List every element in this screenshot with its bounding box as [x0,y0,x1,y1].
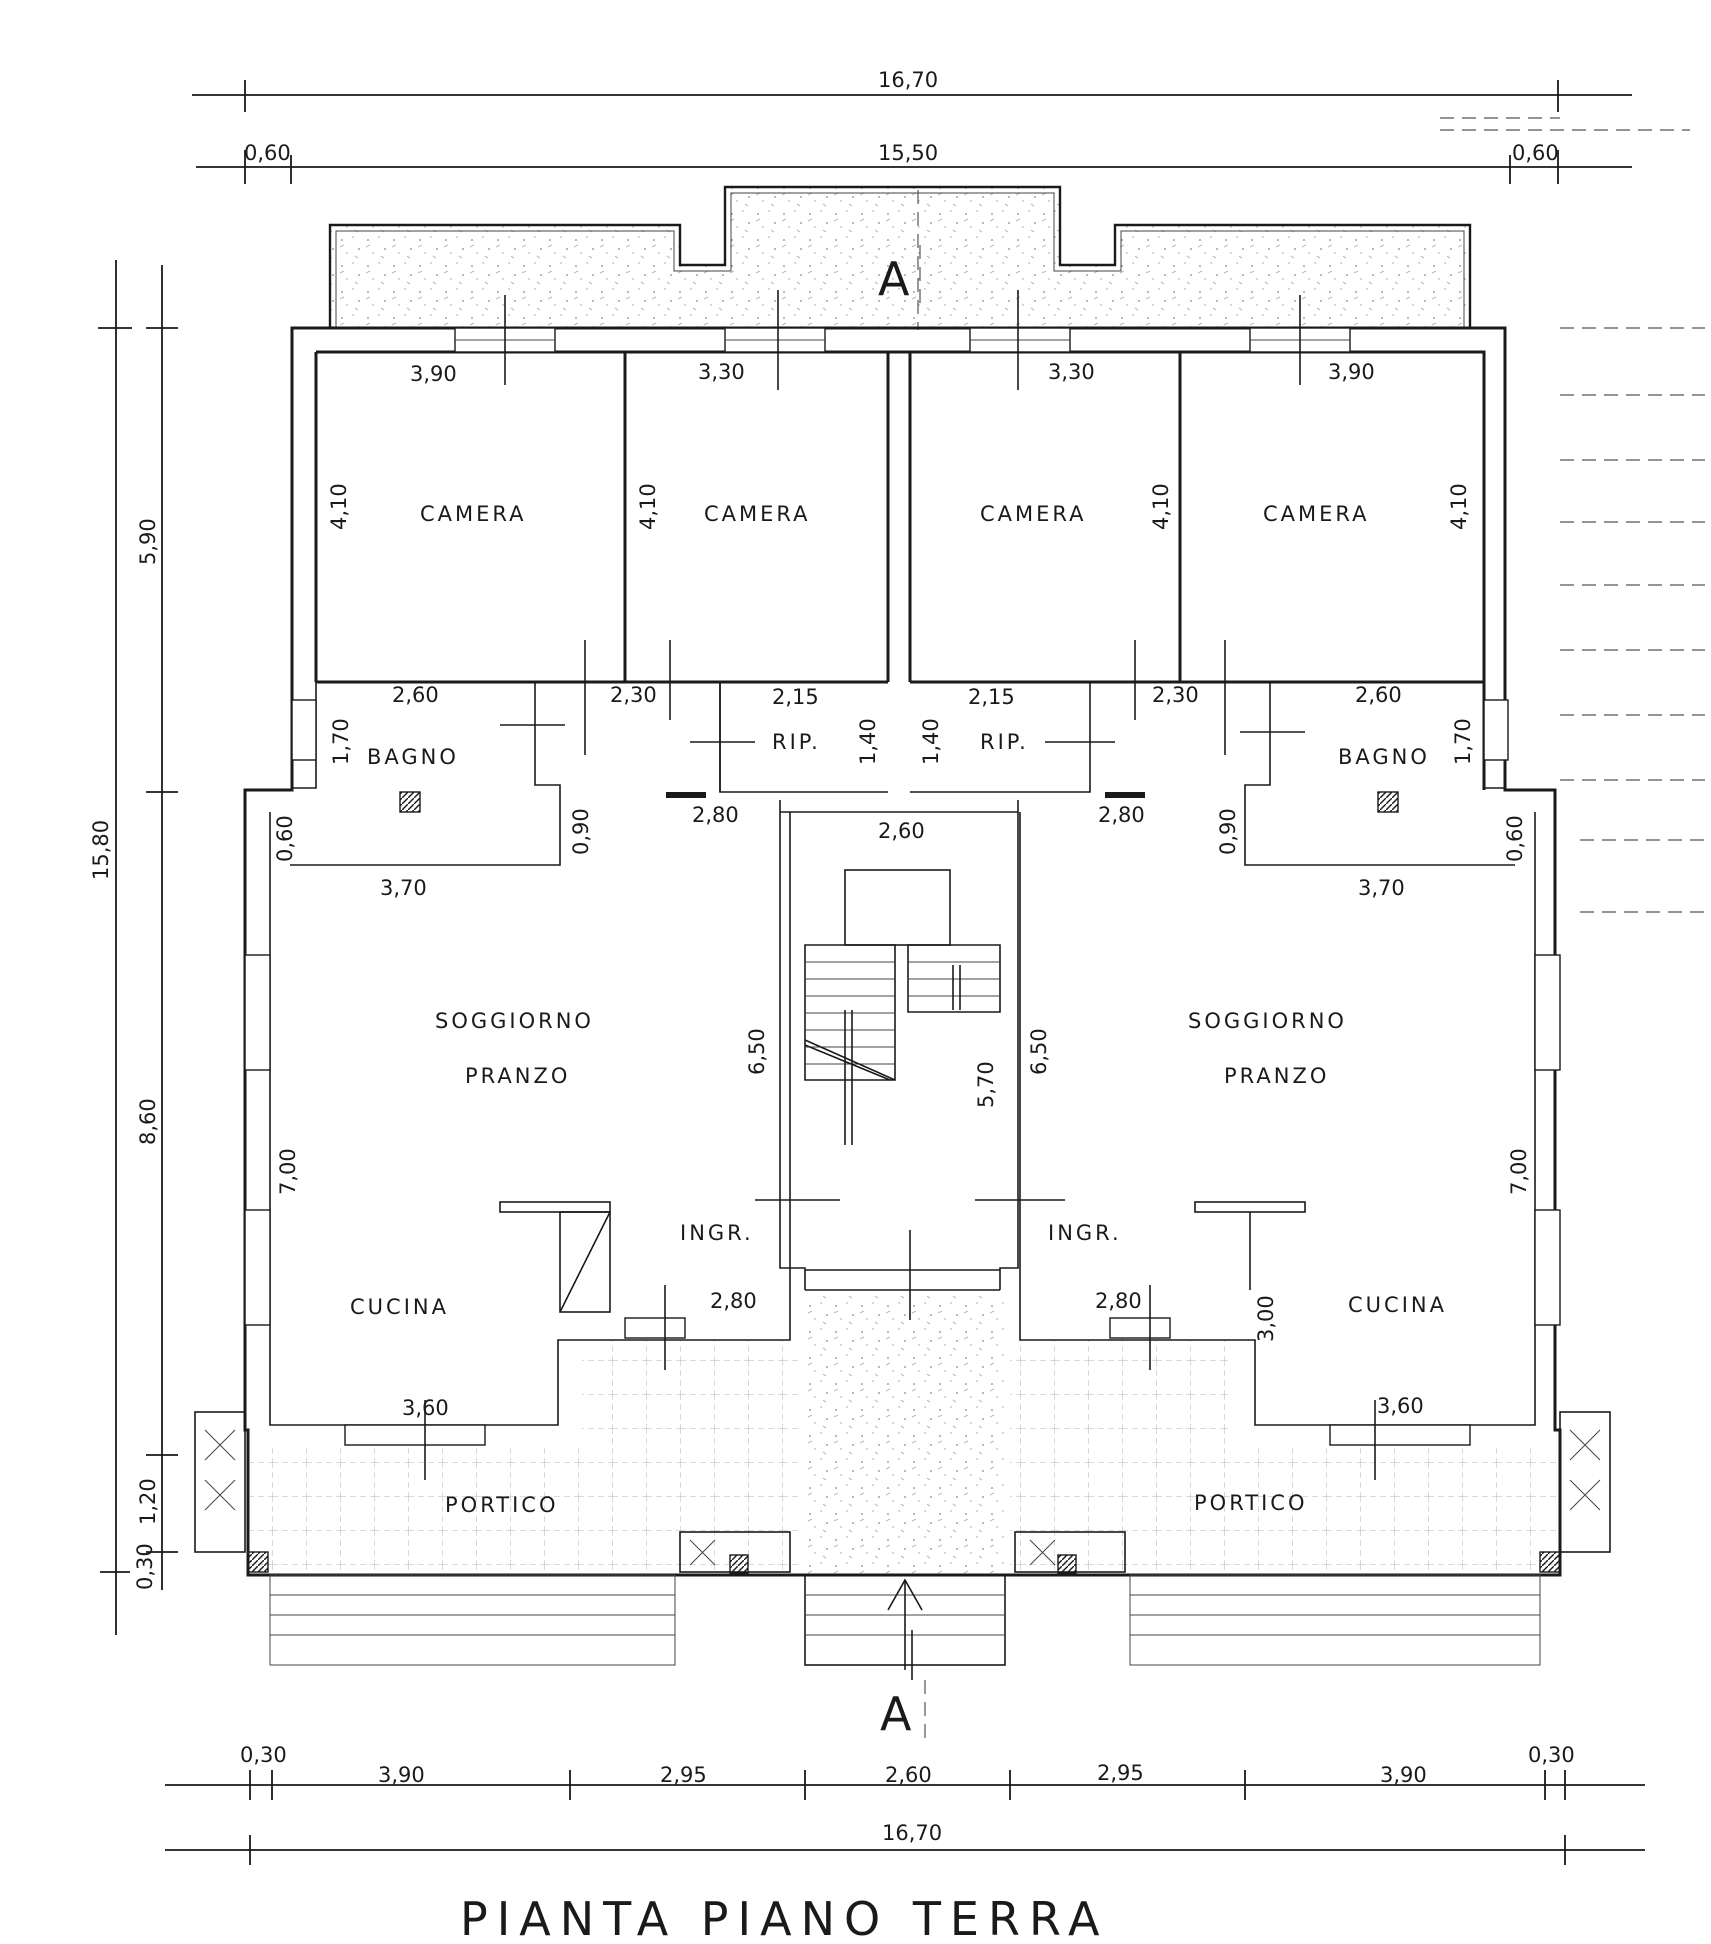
dim-rip-depth-left: 1,40 [856,718,880,765]
flue-hatches [247,791,1561,1574]
label-soggiorno-right: SOGGIORNO [1188,1009,1347,1033]
dim-corridor-left: 2,80 [692,803,739,827]
dim-side-depth-right: 7,00 [1507,1148,1531,1195]
dim-camera-depth-3: 4,10 [1149,483,1173,530]
dim-camera-1: 3,90 [410,362,457,386]
label-camera-1: CAMERA [420,502,527,526]
dim-bagno-depth-left: 1,70 [329,718,353,765]
label-pranzo-right: PRANZO [1224,1064,1329,1088]
rear-windows [291,290,1509,761]
label-bagno-left: BAGNO [367,745,459,769]
dim-kitchen-left: 3,60 [402,1396,449,1420]
dim-bagno-right: 2,60 [1355,683,1402,707]
top-dimensions [192,80,1690,184]
front-steps [269,1574,1541,1680]
dim-left-step: 0,30 [133,1543,157,1590]
dim-bottom-seg-1: 3,90 [378,1763,425,1787]
dim-stair-width: 2,60 [878,819,925,843]
label-portico-left: PORTICO [445,1493,558,1517]
dim-living-depth-right: 6,50 [1027,1028,1051,1075]
dim-rip-left: 2,15 [772,685,819,709]
label-rip-left: RIP. [772,730,821,754]
dim-camera-4: 3,90 [1328,360,1375,384]
room-labels: CAMERA CAMERA CAMERA CAMERA BAGNO BAGNO … [350,502,1447,1517]
dim-bottom-total: 16,70 [882,1821,942,1845]
section-marker-bottom: A [880,1687,912,1741]
plan-title: PIANTA PIANO TERRA [460,1892,1109,1944]
dim-top-right-offset: 0,60 [1512,141,1559,165]
label-ingr-right: INGR. [1048,1221,1122,1245]
dimension-labels: 16,70 15,50 0,60 0,60 15,80 5,90 8,60 1,… [89,68,1575,1845]
label-portico-right: PORTICO [1194,1491,1307,1515]
dim-living-left: 3,70 [380,876,427,900]
section-marker-top: A [878,252,910,306]
dim-bottom-seg-5: 3,90 [1380,1763,1427,1787]
rear-terrace [328,185,1472,330]
dim-bottom-seg-6: 0,30 [1528,1743,1575,1767]
label-rip-right: RIP. [980,730,1029,754]
portico-floors [250,1295,1560,1575]
label-camera-2: CAMERA [704,502,811,526]
dim-entry-left: 2,80 [710,1289,757,1313]
dim-wall-right-b: 0,90 [1216,808,1240,855]
dim-bottom-seg-3: 2,60 [885,1763,932,1787]
left-dimensions [98,260,178,1635]
kitchen-counters [499,1201,1306,1313]
dim-rip-right: 2,15 [968,685,1015,709]
section-markers: A A [878,245,926,1741]
label-soggiorno-left: SOGGIORNO [435,1009,594,1033]
dim-wall-left-a: 0,60 [273,815,297,862]
dim-corridor-right: 2,80 [1098,803,1145,827]
dim-rip-depth-right: 1,40 [919,718,943,765]
dim-camera-depth-4: 4,10 [1447,483,1471,530]
staircase [804,869,1001,1145]
dim-camera-depth-2: 4,10 [636,483,660,530]
planters [194,1411,1611,1573]
dim-left-lower: 8,60 [136,1098,160,1145]
dim-kitchen-depth-right: 3,00 [1254,1295,1278,1342]
dim-top-total: 16,70 [878,68,938,92]
label-cucina-left: CUCINA [350,1295,449,1319]
dim-left-portico: 1,20 [136,1478,160,1525]
label-pranzo-left: PRANZO [465,1064,570,1088]
dim-camera-3: 3,30 [1048,360,1095,384]
dim-top-inner: 15,50 [878,141,938,165]
label-cucina-right: CUCINA [1348,1293,1447,1317]
dim-hall-right: 2,30 [1152,683,1199,707]
dim-camera-depth-1: 4,10 [327,483,351,530]
side-windows [244,954,1561,1446]
dim-living-right: 3,70 [1358,876,1405,900]
bottom-dimensions [165,1770,1645,1865]
label-camera-4: CAMERA [1263,502,1370,526]
side-dashes [1560,327,1705,913]
dim-bottom-seg-2: 2,95 [660,1763,707,1787]
dim-hall-left: 2,30 [610,683,657,707]
dim-wall-right-a: 0,60 [1503,815,1527,862]
dim-wall-left-b: 0,90 [569,808,593,855]
dim-side-depth-left: 7,00 [276,1148,300,1195]
label-ingr-left: INGR. [680,1221,754,1245]
dim-bottom-seg-0: 0,30 [240,1743,287,1767]
dim-top-left-offset: 0,60 [244,141,291,165]
door-marks [424,640,1376,1480]
walls [243,326,1562,1577]
dim-bottom-seg-4: 2,95 [1097,1761,1144,1785]
dim-left-total: 15,80 [89,820,113,880]
dim-kitchen-right: 3,60 [1377,1394,1424,1418]
dim-bagno-depth-right: 1,70 [1451,718,1475,765]
dim-living-depth-left: 6,50 [745,1028,769,1075]
dim-camera-2: 3,30 [698,360,745,384]
dim-stair-depth: 5,70 [974,1061,998,1108]
dim-entry-right: 2,80 [1095,1289,1142,1313]
dim-bagno-left: 2,60 [392,683,439,707]
label-bagno-right: BAGNO [1338,745,1430,769]
label-camera-3: CAMERA [980,502,1087,526]
dim-left-upper: 5,90 [136,518,160,565]
